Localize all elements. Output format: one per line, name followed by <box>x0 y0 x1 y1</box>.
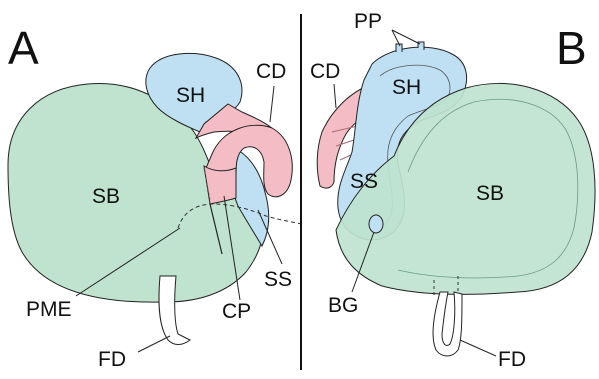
panel-b-fd-tube <box>433 292 462 356</box>
panel-b-pp-leader-2 <box>392 30 420 44</box>
panel-b-letter: B <box>556 22 587 74</box>
panel-b-cd-leader <box>334 84 336 108</box>
panel-a-label-sb: SB <box>92 185 120 208</box>
panel-a-label-pme: PME <box>26 298 72 321</box>
panel-b-fd-leader <box>460 340 496 356</box>
panel-b-label-sb: SB <box>476 182 504 205</box>
panel-a-label-fd: FD <box>98 348 126 371</box>
panel-a-cd-leader <box>270 86 274 122</box>
panel-a: A SH CD SB SS PME CP FD <box>8 22 302 371</box>
panel-b-label-cd: CD <box>310 60 340 83</box>
panel-a-label-cp: CP <box>222 300 251 323</box>
panel-b-label-ss: SS <box>350 170 378 193</box>
panel-b-label-fd: FD <box>498 348 526 371</box>
panel-a-label-sh: SH <box>176 84 205 107</box>
panel-b-label-pp: PP <box>354 10 382 33</box>
panel-a-cp-shape <box>204 166 236 204</box>
panel-b-bg-shape <box>369 215 383 233</box>
panel-b: B PP CD SH SS SB BG FD <box>310 10 595 371</box>
panel-a-fd-leader <box>138 336 170 352</box>
panel-b-label-sh: SH <box>392 76 421 99</box>
panel-a-letter: A <box>8 22 39 74</box>
panel-a-label-cd: CD <box>256 60 286 83</box>
panel-a-label-ss: SS <box>264 268 292 291</box>
panel-b-label-bg: BG <box>328 294 358 317</box>
